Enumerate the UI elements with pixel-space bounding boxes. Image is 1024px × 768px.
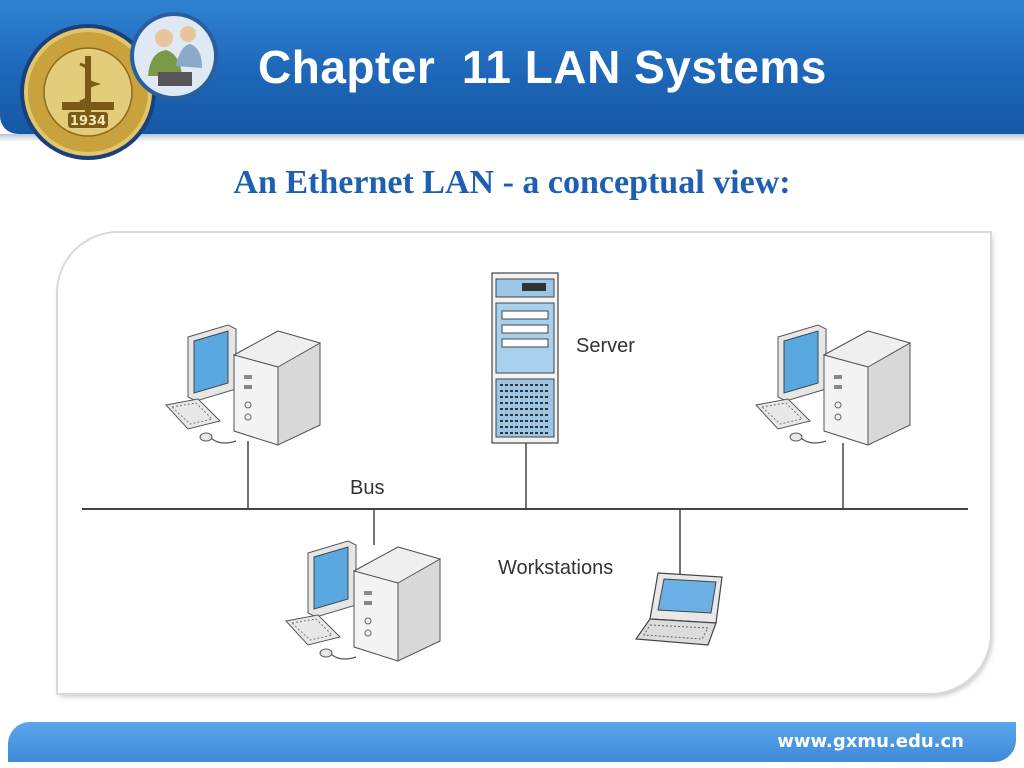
workstation-laptop (634, 572, 723, 646)
bus-label: Bus (350, 477, 384, 499)
slide-subtitle: An Ethernet LAN - a conceptual view: (233, 164, 791, 201)
slide-title: Chapter 11 LAN Systems (258, 41, 827, 93)
footer-bar (8, 722, 1016, 762)
workstation-desktop-top-left (165, 324, 321, 446)
server-tower (491, 272, 559, 444)
people-illustration (130, 12, 218, 100)
workstation-desktop-bottom (285, 540, 441, 662)
workstation-desktop-top-right (755, 324, 911, 446)
server-label: Server (576, 335, 635, 357)
header-shadow (0, 134, 1024, 142)
workstations-label: Workstations (498, 557, 613, 579)
svg-text:1934: 1934 (70, 114, 106, 129)
footer-url: www.gxmu.edu.cn (777, 731, 964, 752)
lan-diagram: Server Bus Workstations (82, 272, 968, 662)
university-seal-logo: 1934 (20, 24, 156, 160)
